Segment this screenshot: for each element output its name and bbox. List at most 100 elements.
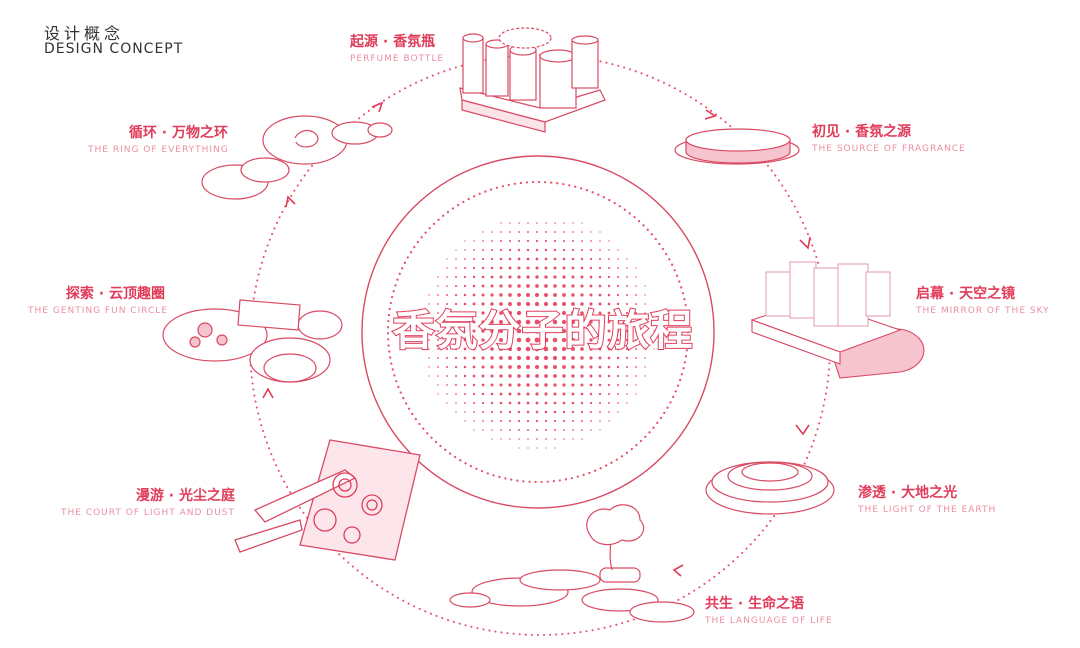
halftone-dot bbox=[481, 338, 485, 342]
halftone-dot bbox=[571, 248, 575, 252]
halftone-dot bbox=[644, 339, 646, 341]
halftone-dot bbox=[589, 266, 593, 270]
halftone-dot bbox=[454, 320, 458, 324]
halftone-dot bbox=[562, 383, 566, 387]
halftone-dot bbox=[517, 257, 521, 261]
halftone-dot bbox=[653, 348, 655, 350]
halftone-dot bbox=[490, 392, 494, 396]
halftone-dot bbox=[536, 438, 538, 440]
halftone-dot bbox=[581, 231, 583, 233]
halftone-dot bbox=[580, 311, 584, 315]
halftone-dot bbox=[518, 429, 520, 431]
halftone-dot bbox=[552, 346, 558, 352]
halftone-dot bbox=[571, 374, 575, 378]
halftone-dot bbox=[490, 302, 494, 306]
halftone-dot bbox=[626, 384, 628, 386]
halftone-dot bbox=[616, 329, 620, 333]
halftone-dot bbox=[508, 410, 512, 414]
halftone-dot bbox=[607, 374, 611, 378]
halftone-dot bbox=[570, 337, 576, 343]
halftone-dot bbox=[472, 347, 476, 351]
halftone-dot bbox=[455, 384, 457, 386]
halftone-dot bbox=[463, 347, 467, 351]
halftone-dot bbox=[499, 347, 503, 351]
halftone-dot bbox=[545, 231, 547, 233]
stage-title-cn: 初见 · 香氛之源 bbox=[812, 124, 912, 140]
halftone-dot bbox=[481, 401, 485, 405]
halftone-dot bbox=[607, 293, 611, 297]
stage-title-cn: 循环 · 万物之环 bbox=[128, 125, 228, 141]
halftone-dot bbox=[625, 329, 629, 333]
halftone-dot bbox=[525, 337, 531, 343]
halftone-dot bbox=[517, 410, 521, 414]
halftone-dot bbox=[598, 338, 602, 342]
halftone-dot bbox=[482, 231, 484, 233]
halftone-dot bbox=[554, 429, 556, 431]
halftone-dot bbox=[481, 257, 485, 261]
halftone-dot bbox=[607, 320, 611, 324]
halftone-dot bbox=[554, 231, 556, 233]
halftone-dot bbox=[607, 383, 611, 387]
halftone-dot bbox=[472, 392, 476, 396]
halftone-dot bbox=[472, 374, 476, 378]
halftone-dot bbox=[481, 392, 485, 396]
halftone-dot bbox=[589, 275, 593, 279]
halftone-dot bbox=[553, 392, 557, 396]
halftone-dot bbox=[464, 240, 466, 242]
halftone-dot bbox=[437, 312, 439, 314]
halftone-dot bbox=[616, 302, 620, 306]
halftone-dot bbox=[535, 401, 539, 405]
halftone-dot bbox=[544, 410, 548, 414]
halftone-dot bbox=[607, 347, 611, 351]
halftone-dot bbox=[607, 365, 611, 369]
halftone-dot bbox=[499, 410, 503, 414]
halftone-dot bbox=[644, 330, 646, 332]
stage-title-en: PERFUME BOTTLE bbox=[350, 54, 445, 64]
halftone-dot bbox=[428, 339, 430, 341]
halftone-dot bbox=[507, 337, 513, 343]
halftone-dot bbox=[561, 319, 567, 325]
halftone-dot bbox=[626, 393, 628, 395]
halftone-dot bbox=[635, 303, 637, 305]
halftone-dot bbox=[463, 275, 467, 279]
halftone-dot bbox=[463, 356, 467, 360]
arrow-head bbox=[672, 564, 684, 577]
halftone-dot bbox=[473, 420, 475, 422]
halftone-dot bbox=[481, 266, 485, 270]
halftone-dot bbox=[562, 293, 566, 297]
stage-title-cn: 漫游 · 光尘之庭 bbox=[135, 488, 235, 504]
halftone-dot bbox=[516, 310, 522, 316]
halftone-dot bbox=[473, 240, 475, 242]
halftone-dot bbox=[598, 320, 602, 324]
halftone-dot bbox=[437, 366, 439, 368]
halftone-dot bbox=[518, 222, 520, 224]
halftone-dot bbox=[446, 294, 448, 296]
halftone-dot bbox=[517, 392, 521, 396]
halftone-dot-sphere bbox=[428, 222, 655, 449]
halftone-dot bbox=[526, 383, 530, 387]
halftone-dot bbox=[437, 330, 439, 332]
halftone-dot bbox=[553, 419, 557, 423]
halftone-dot bbox=[625, 338, 629, 342]
halftone-dot bbox=[472, 302, 476, 306]
halftone-dot bbox=[617, 258, 619, 260]
halftone-dot bbox=[481, 293, 485, 297]
halftone-dot bbox=[526, 239, 530, 243]
halftone-dot bbox=[508, 374, 512, 378]
halftone-dot bbox=[589, 329, 593, 333]
halftone-dot bbox=[534, 346, 540, 352]
halftone-dot bbox=[473, 258, 475, 260]
halftone-dot bbox=[580, 383, 584, 387]
arrow-head bbox=[799, 236, 811, 250]
halftone-dot bbox=[544, 248, 548, 252]
halftone-dot bbox=[517, 266, 521, 270]
halftone-dot bbox=[543, 301, 549, 307]
halftone-dot bbox=[534, 328, 540, 334]
halftone-dot bbox=[481, 311, 485, 315]
halftone-dot bbox=[428, 357, 430, 359]
halftone-dot bbox=[580, 257, 584, 261]
halftone-dot bbox=[445, 338, 449, 342]
halftone-dot bbox=[616, 311, 620, 315]
halftone-dot bbox=[491, 231, 493, 233]
halftone-dot bbox=[472, 320, 476, 324]
